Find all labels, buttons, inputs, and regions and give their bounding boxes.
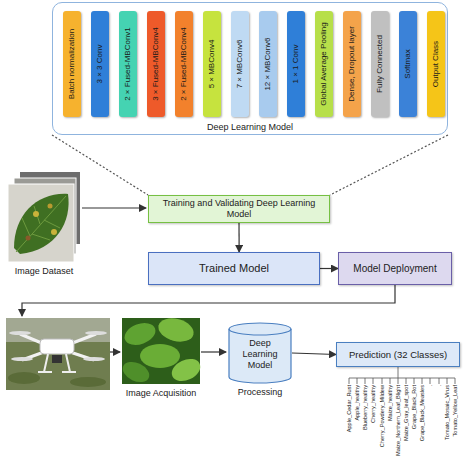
layer-name: Output Class [427, 11, 445, 117]
layer-name: 1 × 1 Conv [287, 11, 305, 117]
class-name: Apple_healthy [353, 385, 361, 471]
layer-name: 2 × Fused-MBConv4 [175, 11, 193, 117]
layer-block: 7 × MBConv6 [231, 11, 249, 117]
layer-block: 3 × Fused-MBConv4 [147, 11, 165, 117]
layer-name: Global Average Pooling [315, 11, 333, 117]
class-name: Tomato_Mosaic_Virus [443, 385, 451, 471]
class-name: Tomato_Yellow_Leaf [451, 385, 459, 471]
layer-block: Batch normalization [63, 11, 81, 117]
node-text: Trained Model [199, 262, 269, 275]
layer-name: 5 × MBConv4 [203, 11, 221, 117]
flow-connector [330, 135, 448, 195]
node-text: Deep Learning Model [233, 338, 287, 371]
process-box: Trained Model [148, 252, 320, 285]
layer-block: 2 × Fused-MBConv4 [175, 11, 193, 117]
flow-arrow [110, 351, 120, 352]
class-name: Cherry_Powdery_Mildew [378, 385, 386, 471]
layer-name: 3 × Fused-MBConv4 [147, 11, 165, 117]
drone-legs [38, 354, 76, 372]
propeller [85, 331, 107, 335]
class-name: Apple_Cedar_Rust [345, 385, 353, 471]
class-name: Blueberry_healthy [361, 385, 369, 471]
layer-block: 5 × MBConv4 [203, 11, 221, 117]
output-box: Prediction (32 Classes) [336, 342, 460, 367]
layer-name: 2 × Fused-MBConv1 [119, 11, 137, 117]
class-name: . [435, 385, 443, 471]
node-text: Model Deployment [353, 263, 436, 275]
cylinder-rim [229, 329, 291, 335]
leaf-spot [51, 229, 57, 235]
layer-name: Dense, Dropout layer [343, 11, 361, 117]
class-name: . [426, 385, 434, 471]
layer-block: Dense, Dropout layer [343, 11, 361, 117]
panel-title: Deep Learning Model [53, 122, 447, 132]
leaf-spot [48, 204, 53, 209]
class-name: Grape_Black_Rot [410, 385, 418, 471]
cylinder-body [229, 323, 291, 383]
layer-block: Global Average Pooling [315, 11, 333, 117]
layer-block: Fully Connected [371, 11, 389, 117]
leaf-spot [26, 236, 31, 241]
class-name: Maize_healthy [386, 385, 394, 471]
layer-block: Softmax [399, 11, 417, 117]
flow-arrow [201, 351, 226, 352]
layer-block: 3 × 3 Conv [91, 11, 109, 117]
layer-name: Softmax [399, 11, 417, 117]
grass-patch [8, 372, 40, 384]
flow-connector [238, 223, 239, 252]
propeller [83, 357, 105, 361]
propeller [9, 331, 31, 335]
drone-body [40, 339, 74, 354]
propeller [11, 357, 33, 361]
leaf [14, 194, 69, 254]
leaf [120, 358, 153, 386]
layer-name: 12 × MBConv6 [259, 11, 277, 117]
flow-connector [52, 135, 148, 195]
layer-name: 3 × 3 Conv [91, 11, 109, 117]
process-box: Model Deployment [338, 252, 452, 285]
process-box: Training and Validating Deep Learning Mo… [148, 195, 330, 223]
node-text: Training and Validating Deep Learning Mo… [152, 198, 326, 220]
layer-name: Fully Connected [371, 11, 389, 117]
flow-arrow [82, 207, 146, 208]
leaf-spot [33, 211, 39, 217]
model-cylinder: Deep Learning ModelProcessing [228, 322, 292, 384]
image-caption: Image Dataset [2, 266, 86, 277]
node-caption: Processing [218, 387, 302, 398]
drone-camera [52, 355, 62, 363]
leaf [140, 344, 180, 368]
layer-block: 12 × MBConv6 [259, 11, 277, 117]
dataset-photo-front [8, 184, 74, 262]
class-name: Cherry_healthy [369, 385, 377, 471]
model-architecture-panel: Deep Learning Model Batch normalization 3 … [52, 2, 448, 135]
leaf [122, 319, 159, 349]
drone-photo-sky [6, 318, 110, 342]
class-bracket [349, 367, 455, 384]
grass-patch [70, 377, 106, 387]
leaf [156, 315, 196, 346]
flow-connector [292, 353, 336, 355]
layer-block: Output Class [427, 11, 445, 117]
class-name: Grape_Black_Measles [418, 385, 426, 471]
layer-name: Batch normalization [63, 11, 81, 117]
flow-connector [320, 268, 338, 269]
flow-arrow [22, 285, 395, 316]
leaf-veins [16, 196, 66, 252]
layer-name: 7 × MBConv6 [231, 11, 249, 117]
layer-block: 1 × 1 Conv [287, 11, 305, 117]
node-text: Prediction (32 Classes) [349, 349, 447, 360]
image-caption: Image Acquisition [114, 388, 208, 399]
class-name: Maize_Northern_Leaf_Blight [394, 385, 402, 471]
layer-block: 2 × Fused-MBConv1 [119, 11, 137, 117]
leaf [168, 355, 204, 386]
drone-photo [6, 318, 110, 390]
class-name: Maize_Gray_leaf_spot [402, 385, 410, 471]
